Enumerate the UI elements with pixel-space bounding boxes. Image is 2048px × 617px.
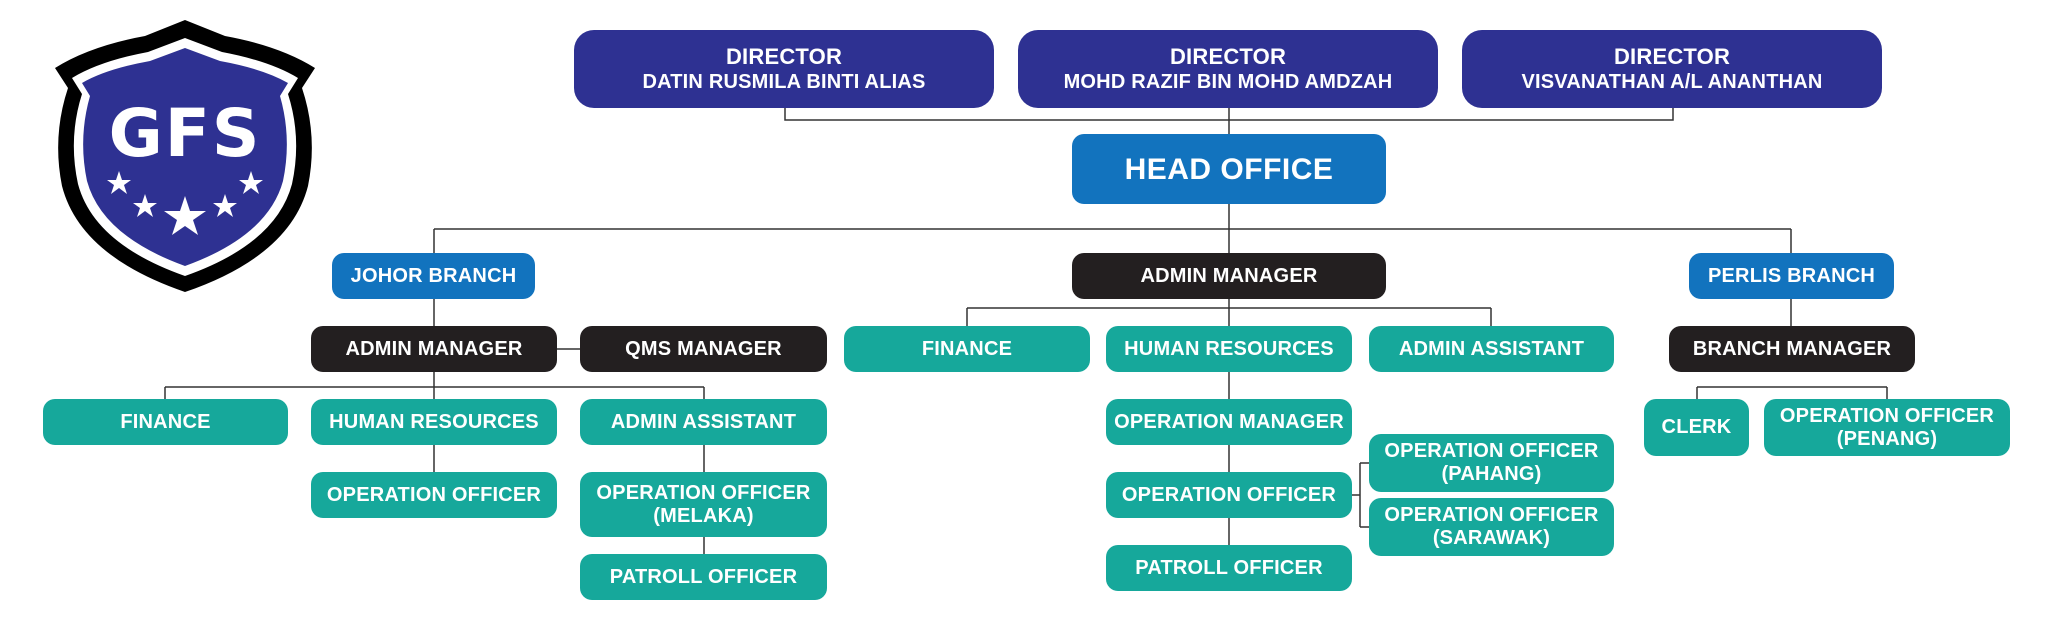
director-name: VISVANATHAN A/L ANANTHAN bbox=[1521, 71, 1823, 93]
director-title: DIRECTOR bbox=[1613, 44, 1731, 69]
star-icon bbox=[213, 194, 237, 217]
gfs-shield-logo: GFS bbox=[55, 20, 315, 292]
hq-human-resources-box: HUMAN RESOURCES bbox=[1106, 326, 1352, 372]
head-office-box: HEAD OFFICE bbox=[1072, 134, 1386, 204]
hq-admin-manager-box: ADMIN MANAGER bbox=[1072, 253, 1386, 299]
location-label: (MELAKA) bbox=[653, 504, 754, 527]
logo-stars bbox=[107, 171, 263, 235]
hq-operation-officer-sarawak-box: OPERATION OFFICER (SARAWAK) bbox=[1369, 498, 1614, 556]
perlis-branch-manager-box: BRANCH MANAGER bbox=[1669, 326, 1915, 372]
star-icon bbox=[107, 171, 131, 194]
location-label: (PAHANG) bbox=[1441, 463, 1542, 485]
johor-human-resources-box: HUMAN RESOURCES bbox=[311, 399, 557, 445]
hq-operation-officer-pahang-box: OPERATION OFFICER (PAHANG) bbox=[1369, 434, 1614, 492]
role-label: OPERATION OFFICER bbox=[1384, 440, 1599, 462]
director-1-box: DIRECTOR DATIN RUSMILA BINTI ALIAS bbox=[574, 30, 994, 108]
johor-patroll-officer-box: PATROLL OFFICER bbox=[580, 554, 827, 600]
perlis-branch-box: PERLIS BRANCH bbox=[1689, 253, 1894, 299]
director-name: MOHD RAZIF BIN MOHD AMDZAH bbox=[1063, 71, 1393, 93]
johor-branch-box: JOHOR BRANCH bbox=[332, 253, 535, 299]
star-icon bbox=[239, 171, 263, 194]
perlis-clerk-box: CLERK bbox=[1644, 399, 1749, 456]
johor-finance-box: FINANCE bbox=[43, 399, 288, 445]
perlis-operation-officer-penang-box: OPERATION OFFICER (PENANG) bbox=[1764, 399, 2010, 456]
location-label: (SARAWAK) bbox=[1432, 527, 1551, 549]
johor-admin-manager-box: ADMIN MANAGER bbox=[311, 326, 557, 372]
star-icon bbox=[164, 196, 206, 235]
director-title: DIRECTOR bbox=[1169, 44, 1287, 69]
hq-finance-box: FINANCE bbox=[844, 326, 1090, 372]
johor-operation-officer-melaka-box: OPERATION OFFICER (MELAKA) bbox=[580, 472, 827, 537]
johor-operation-officer-box: OPERATION OFFICER bbox=[311, 472, 557, 518]
hq-operation-officer-box: OPERATION OFFICER bbox=[1106, 472, 1352, 518]
director-2-box: DIRECTOR MOHD RAZIF BIN MOHD AMDZAH bbox=[1018, 30, 1438, 108]
hq-admin-assistant-box: ADMIN ASSISTANT bbox=[1369, 326, 1614, 372]
role-label: OPERATION OFFICER bbox=[1384, 504, 1599, 526]
johor-admin-assistant-box: ADMIN ASSISTANT bbox=[580, 399, 827, 445]
logo-text: GFS bbox=[109, 95, 262, 172]
hq-patroll-officer-box: PATROLL OFFICER bbox=[1106, 545, 1352, 591]
hq-operation-manager-box: OPERATION MANAGER bbox=[1106, 399, 1352, 445]
star-icon bbox=[133, 194, 157, 217]
director-name: DATIN RUSMILA BINTI ALIAS bbox=[642, 71, 926, 93]
location-label: (PENANG) bbox=[1836, 427, 1938, 450]
director-3-box: DIRECTOR VISVANATHAN A/L ANANTHAN bbox=[1462, 30, 1882, 108]
johor-qms-manager-box: QMS MANAGER bbox=[580, 326, 827, 372]
role-label: OPERATION OFFICER bbox=[1779, 404, 1995, 427]
shield-body bbox=[82, 48, 288, 266]
role-label: OPERATION OFFICER bbox=[596, 481, 811, 504]
director-title: DIRECTOR bbox=[725, 44, 843, 69]
